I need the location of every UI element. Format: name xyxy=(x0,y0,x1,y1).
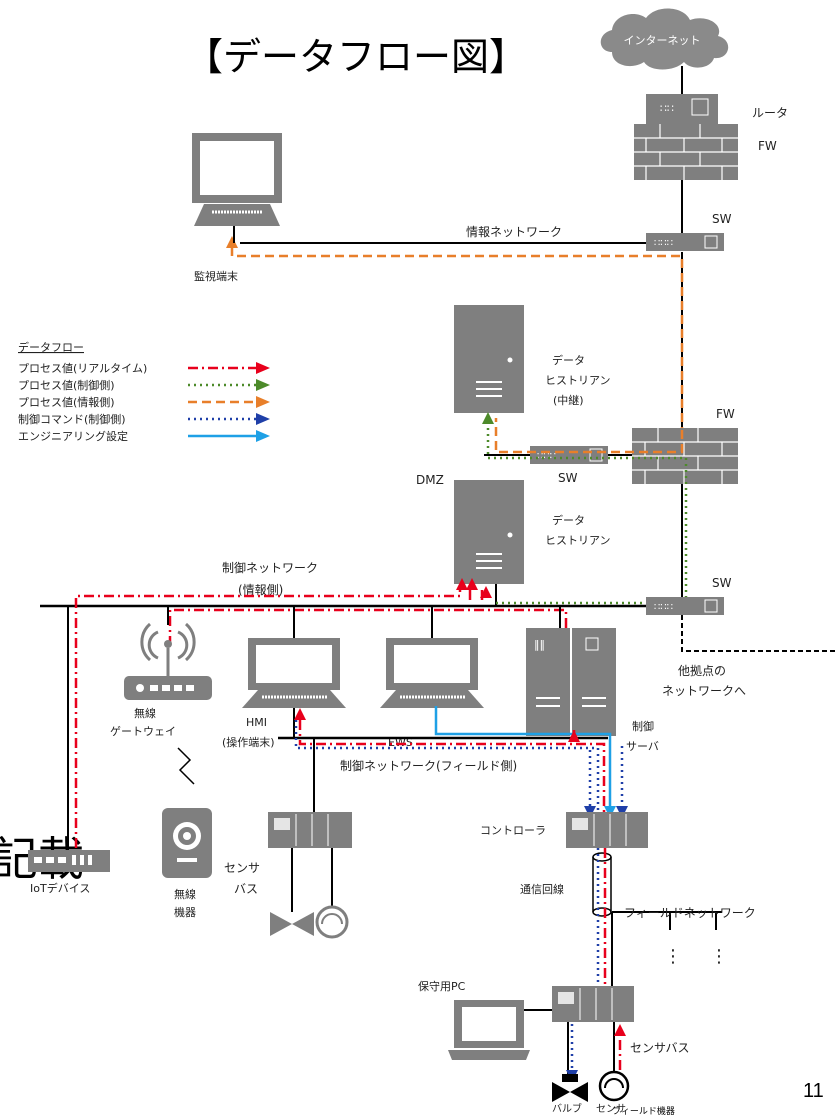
sw-low-label: SW xyxy=(712,576,732,590)
hmi-label: (操作端末) xyxy=(222,735,275,749)
arrow-up-icon xyxy=(466,578,478,590)
sensor-label: センサ xyxy=(596,1103,626,1115)
switch-top: ∷∷∷ xyxy=(646,233,724,251)
valve-icon xyxy=(552,1074,588,1102)
firewall-mid xyxy=(632,428,738,484)
sensor-bus-bottom-label: センサバス xyxy=(630,1041,690,1055)
valve-icon xyxy=(270,912,314,936)
sensor-bus-label: センサ xyxy=(224,861,260,875)
ellipsis: ⋮ xyxy=(664,946,682,967)
wireless-device xyxy=(162,808,212,878)
legend-item-label: 制御コマンド(制御側) xyxy=(18,412,126,426)
legend-item-label: プロセス値(リアルタイム) xyxy=(18,362,147,375)
field-equipment-caption: フィールド機器 xyxy=(612,1107,675,1117)
control-server-label: サーバ xyxy=(626,740,659,753)
arrow-up-icon xyxy=(482,412,494,424)
hmi-terminal xyxy=(242,638,346,708)
other-site-label: 他拠点の xyxy=(678,664,726,678)
historian-relay-label: ヒストリアン xyxy=(545,374,611,387)
router: ∷∷ xyxy=(646,94,718,124)
sw-top-label: SW xyxy=(712,212,732,226)
legend-item-label: プロセス値(制御側) xyxy=(18,378,115,392)
switch-mid: ∷∷∷ xyxy=(530,446,608,464)
historian-server xyxy=(454,480,524,584)
legend-item-label: プロセス値(情報側) xyxy=(18,396,115,409)
iot-device xyxy=(28,850,110,872)
legend: データフロー プロセス値(リアルタイム) プロセス値(制御側) プロセス値(情報… xyxy=(18,340,270,443)
historian-relay-label: データ xyxy=(552,353,585,367)
ews-terminal xyxy=(380,638,484,708)
maintenance-pc-label: 保守用PC xyxy=(418,979,466,993)
arrow-up-icon xyxy=(614,1024,626,1036)
svg-text:∷∷: ∷∷ xyxy=(660,102,674,115)
maintenance-pc xyxy=(448,1000,530,1060)
hmi-label: HMI xyxy=(246,716,267,729)
wireless-signal-icon xyxy=(177,747,195,785)
control-network-label: 制御ネットワーク xyxy=(222,560,318,575)
arrow-up-icon xyxy=(480,586,492,598)
sensor-bus-label: バス xyxy=(234,882,258,896)
control-server: ‖‖ xyxy=(526,628,616,736)
gauge-sensor-icon xyxy=(315,905,349,939)
svg-text:∷∷∷: ∷∷∷ xyxy=(654,602,673,613)
io-module-left xyxy=(268,812,352,848)
legend-heading: データフロー xyxy=(18,340,84,354)
arrow-up-icon xyxy=(456,578,468,590)
iot-device-label: IoTデバイス xyxy=(30,881,90,895)
svg-text:∷∷∷: ∷∷∷ xyxy=(654,238,673,249)
page-number: 11 xyxy=(803,1080,824,1102)
fw-top-label: FW xyxy=(758,139,777,153)
io-module-field xyxy=(552,986,634,1022)
wireless-gateway-label: ゲートウェイ xyxy=(110,725,176,738)
other-site-label: ネットワークへ xyxy=(662,684,746,698)
historian-relay-server xyxy=(454,305,524,413)
comm-line-tube xyxy=(592,852,612,917)
gauge-sensor-icon xyxy=(598,1070,630,1102)
monitor-terminal xyxy=(192,133,282,243)
router-label: ルータ xyxy=(752,106,788,120)
sw-mid-label: SW xyxy=(558,471,578,485)
fw-mid-label: FW xyxy=(716,407,735,421)
page-title: 【データフロー図】 xyxy=(185,35,528,79)
wireless-device-label: 機器 xyxy=(174,905,196,919)
historian-label: ヒストリアン xyxy=(545,534,611,547)
field-network-label: フィールドネットワーク xyxy=(624,906,756,920)
svg-text:‖‖: ‖‖ xyxy=(534,638,545,651)
arrow-up-icon xyxy=(226,236,238,248)
wireless-gateway xyxy=(124,622,212,700)
historian-relay-label: (中継) xyxy=(553,393,584,407)
firewall-top xyxy=(634,124,738,180)
control-server-label: 制御 xyxy=(632,719,654,733)
arrow-up-icon xyxy=(294,708,306,720)
legend-item-label: エンジニアリング設定 xyxy=(18,429,128,443)
comm-line-label: 通信回線 xyxy=(520,882,564,896)
info-network-label: 情報ネットワーク xyxy=(466,225,562,239)
internet-cloud: インターネット xyxy=(600,8,729,70)
wireless-gateway-label: 無線 xyxy=(134,706,156,720)
field-network-ctrl-label: 制御ネットワーク(フィールド側) xyxy=(340,758,517,773)
controller xyxy=(566,812,648,848)
control-network-label: (情報側) xyxy=(238,583,283,597)
ellipsis: ⋮ xyxy=(710,946,728,967)
valve-label: バルブ xyxy=(552,1102,582,1115)
historian-label: データ xyxy=(552,513,585,527)
svg-text:∷∷∷: ∷∷∷ xyxy=(537,451,556,462)
wireless-device-label: 無線 xyxy=(174,887,196,901)
dmz-label: DMZ xyxy=(416,473,444,487)
controller-label: コントローラ xyxy=(480,824,546,837)
switch-low: ∷∷∷ xyxy=(646,597,724,615)
monitor-terminal-label: 監視端末 xyxy=(194,269,238,283)
internet-label: インターネット xyxy=(624,34,701,47)
arrow-up-icon xyxy=(568,730,580,742)
